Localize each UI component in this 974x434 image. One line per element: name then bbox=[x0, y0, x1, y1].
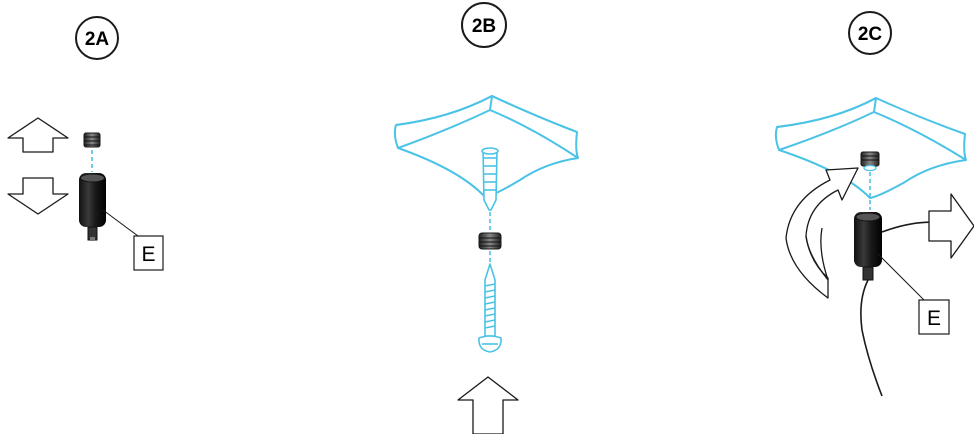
part-tag-e-2a: E bbox=[133, 235, 164, 271]
step-badge-2b: 2B bbox=[461, 2, 507, 48]
step-2a: 2A E bbox=[7, 16, 164, 271]
screw-icon bbox=[478, 263, 502, 353]
step-2b: 2B bbox=[393, 2, 579, 434]
wall-plug-icon bbox=[481, 147, 499, 211]
standoff-cylinder-icon bbox=[79, 173, 106, 241]
arrow-right-icon bbox=[928, 193, 974, 259]
step-label-2b: 2B bbox=[472, 16, 496, 37]
ceiling-plate-icon bbox=[393, 95, 579, 198]
ceiling-plate-icon bbox=[774, 97, 967, 199]
standoff-cylinder-icon bbox=[854, 212, 882, 281]
arrow-down-icon bbox=[7, 177, 69, 215]
step-badge-2c: 2C bbox=[848, 11, 892, 55]
arrow-up-icon bbox=[7, 117, 69, 153]
threaded-insert-icon bbox=[83, 132, 101, 148]
step-2c: 2C bbox=[774, 11, 974, 397]
leader-line bbox=[102, 209, 139, 237]
step-label-2c: 2C bbox=[858, 24, 883, 45]
part-tag-e-2c: E bbox=[918, 299, 950, 335]
arrow-up-icon bbox=[457, 376, 519, 434]
part-label-e-2a: E bbox=[141, 243, 155, 266]
rotate-arrow-icon bbox=[785, 167, 859, 299]
threaded-insert-icon bbox=[860, 151, 880, 172]
step-label-2a: 2A bbox=[85, 29, 110, 50]
leader-line bbox=[877, 253, 925, 301]
part-label-e-2c: E bbox=[927, 307, 941, 330]
step-badge-2a: 2A bbox=[75, 16, 119, 60]
threaded-insert-icon bbox=[478, 232, 502, 250]
